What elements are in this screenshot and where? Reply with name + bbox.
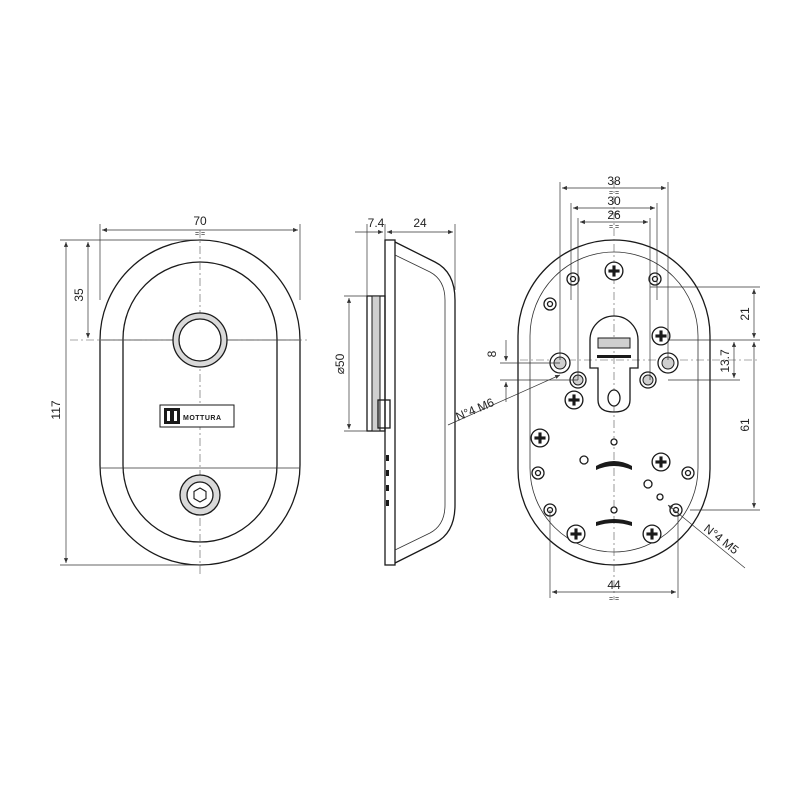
dim-label-117: 117 — [49, 400, 63, 419]
side-cover-profile — [394, 241, 456, 564]
side-clip-marks — [386, 455, 389, 506]
leader-m5 — [667, 504, 746, 569]
cross-screw-icon — [642, 524, 662, 544]
dim-label-61: 61 — [738, 418, 752, 432]
dim-label-70: 70 — [193, 214, 207, 228]
dim-label-30: 30 — [607, 194, 621, 208]
label-m6: N°4 M6 — [454, 395, 497, 424]
cross-screw-icon — [566, 524, 586, 544]
svg-text:= =: = = — [609, 210, 619, 217]
back-keyhole — [589, 315, 639, 413]
front-cylinder-hole — [178, 318, 222, 362]
svg-text:= =: = = — [609, 596, 619, 603]
hex-socket-icon — [193, 487, 207, 503]
keyhole-cam — [597, 337, 631, 349]
side-view: 7.4 24 ⌀50 — [333, 216, 456, 566]
front-view: MOTTURA 70 = = 117 35 — [49, 214, 310, 575]
dim-label-26: 26 — [607, 208, 621, 222]
logo-text: MOTTURA — [183, 415, 222, 422]
dim-label-8: 8 — [485, 350, 499, 357]
cross-screw-icon — [604, 261, 624, 281]
svg-text:= =: = = — [609, 190, 619, 197]
dim-label-44: 44 — [607, 578, 621, 592]
slot-lower — [596, 519, 632, 526]
svg-text:= =: = = — [195, 231, 205, 238]
label-m5: N°4 M5 — [701, 521, 742, 557]
dim-label-50: ⌀50 — [333, 353, 347, 374]
dim-label-7-4: 7.4 — [368, 216, 385, 230]
dim-label-13-7: 13.7 — [718, 349, 732, 373]
cross-screw-icon — [530, 428, 550, 448]
dim-label-38: 38 — [607, 174, 621, 188]
dim-label-24: 24 — [413, 216, 427, 230]
back-view: 38 = = 30 = = 26 = = 8 21 13.7 61 44 = =… — [447, 174, 760, 603]
dim-label-35: 35 — [72, 288, 86, 302]
mottura-logo: MOTTURA — [159, 404, 235, 428]
leader-m6 — [447, 374, 561, 426]
dim-label-21: 21 — [738, 307, 752, 321]
cross-screw-icon — [564, 390, 584, 410]
cross-screw-icon — [651, 326, 671, 346]
cross-screw-icon — [651, 452, 671, 472]
slot-upper — [596, 461, 632, 470]
svg-text:= =: = = — [609, 224, 619, 231]
